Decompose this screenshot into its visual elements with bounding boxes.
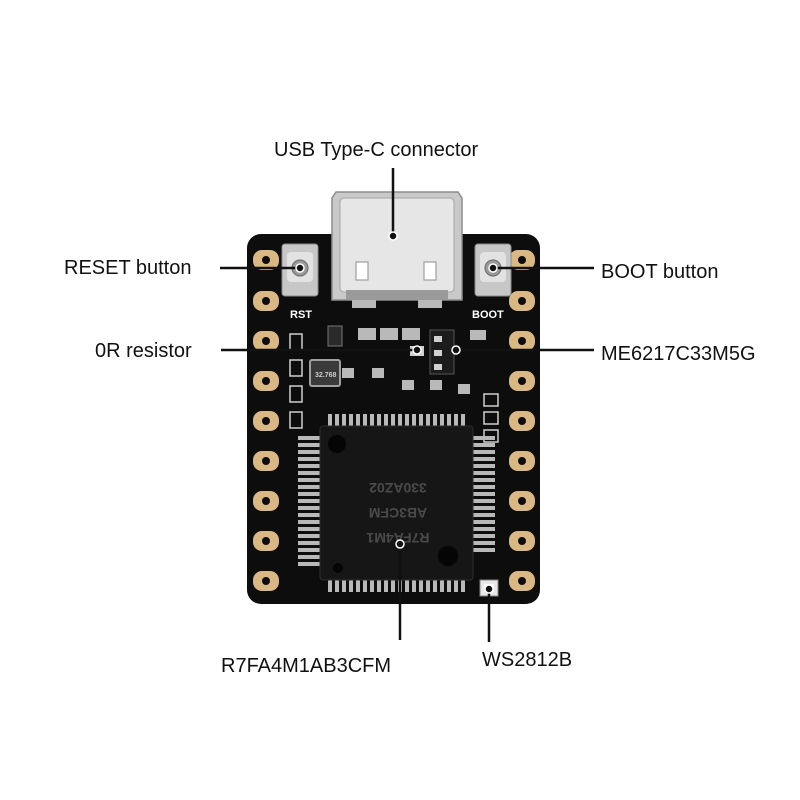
zero-ohm-resistor-label: 0R resistor: [95, 340, 192, 362]
mcu-pins: [298, 414, 495, 592]
smd-passives: [289, 325, 499, 443]
usb-type-c-connector: [331, 191, 463, 308]
regulator-label: ME6217C33M5G: [601, 343, 756, 365]
mcu-label: R7FA4M1AB3CFM: [221, 655, 392, 677]
boot-button: [474, 243, 512, 297]
chip-marking-line3: 330AZ02: [369, 480, 427, 496]
crystal: 32.768: [309, 359, 341, 387]
chip-marking-line1: R7FA4M1: [366, 530, 429, 546]
chip-marking-line2: AB3CFM: [369, 505, 427, 521]
leader-lines: [220, 168, 594, 642]
mcu-chip: R7FA4M1 AB3CFM 330AZ02: [319, 425, 474, 581]
silkscreen-rst: RST: [290, 309, 312, 321]
usb-type-c-label: USB Type-C connector: [274, 139, 479, 161]
regulator-ic: [429, 329, 455, 375]
ws2812b-label: WS2812B: [482, 649, 573, 671]
right-pin-pads: [509, 250, 535, 591]
crystal-marking: 32.768: [315, 372, 337, 379]
boot-button-label: BOOT button: [601, 261, 719, 283]
silkscreen-boot: BOOT: [472, 309, 504, 321]
reset-button-label: RESET button: [64, 257, 192, 279]
left-pin-pads: [253, 250, 279, 591]
leader-dots: [295, 231, 498, 594]
